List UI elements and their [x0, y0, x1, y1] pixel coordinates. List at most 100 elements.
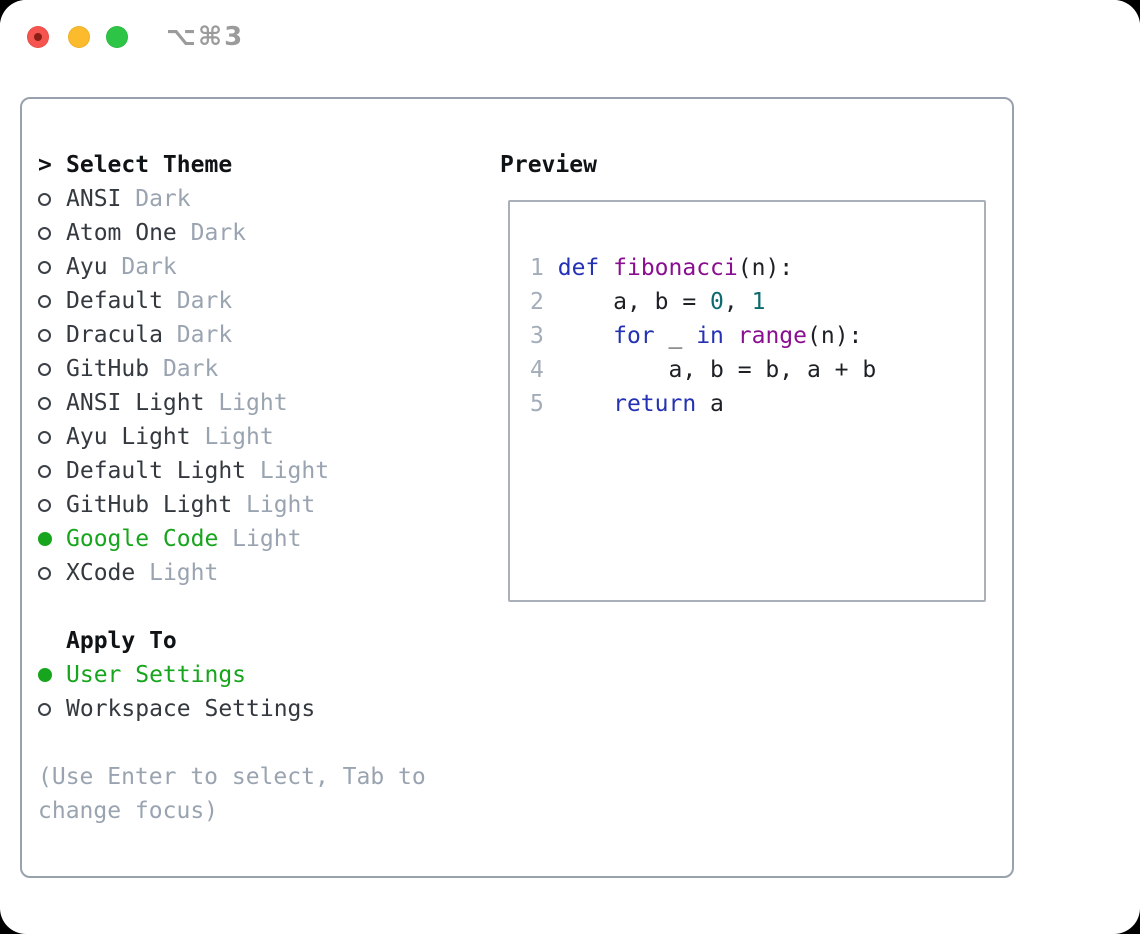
code-token: range: [737, 323, 808, 349]
theme-label: Google Code Light: [66, 526, 301, 552]
line-number: 2: [530, 289, 544, 315]
theme-label: Dracula Dark: [66, 322, 232, 348]
theme-name: Dracula: [66, 322, 163, 348]
theme-option-marker: [38, 566, 66, 580]
theme-option-marker: [38, 226, 66, 240]
theme-name: Default Light: [66, 458, 247, 484]
theme-option-default-light[interactable]: Default Light Light: [38, 454, 488, 488]
theme-option-dracula[interactable]: Dracula Dark: [38, 318, 488, 352]
theme-option-atom-one[interactable]: Atom One Dark: [38, 216, 488, 250]
title-bar: ⌥⌘3: [0, 0, 1140, 74]
code-token: a: [696, 391, 724, 417]
theme-variant: Dark: [121, 186, 191, 212]
radio-icon: [38, 294, 51, 308]
theme-label: ANSI Light Light: [66, 390, 288, 416]
theme-name: Ayu: [66, 254, 108, 280]
theme-variant: Dark: [107, 254, 177, 280]
code-line: 3 for _ in range(n):: [530, 319, 984, 353]
theme-name: Google Code: [66, 526, 219, 552]
close-button[interactable]: [27, 26, 49, 48]
apply-option-workspace-settings[interactable]: Workspace Settings: [38, 692, 488, 726]
theme-name: Atom One: [66, 220, 177, 246]
code-token: [724, 323, 738, 349]
apply-to-title: Apply To: [66, 628, 177, 654]
apply-to-header: Apply To: [38, 624, 488, 658]
code-token: fibonacci: [613, 255, 738, 281]
code-token: _: [654, 323, 697, 349]
radio-icon: [38, 260, 51, 274]
code-line: 4 a, b = b, a + b: [530, 353, 984, 387]
minimize-button[interactable]: [68, 26, 90, 48]
code-token: in: [696, 323, 724, 349]
line-number: 3: [530, 323, 544, 349]
code-token: 0: [710, 289, 724, 315]
theme-option-marker: [38, 328, 66, 342]
theme-option-marker: [38, 192, 66, 206]
code-token: return: [613, 391, 697, 417]
help-text: (Use Enter to select, Tab to change focu…: [38, 760, 488, 828]
theme-option-github[interactable]: GitHub Dark: [38, 352, 488, 386]
code-token: for: [613, 323, 655, 349]
theme-option-ansi[interactable]: ANSI Dark: [38, 182, 488, 216]
theme-option-marker: [38, 260, 66, 274]
theme-option-xcode[interactable]: XCode Light: [38, 556, 488, 590]
theme-label: Ayu Light Light: [66, 424, 274, 450]
code-token: def: [557, 255, 600, 281]
code-token: (n):: [737, 255, 794, 281]
select-theme-header: > Select Theme: [38, 148, 488, 182]
apply-option-label: Workspace Settings: [66, 696, 316, 722]
theme-option-marker: [38, 532, 66, 546]
theme-variant: Dark: [176, 220, 247, 246]
help-line-2: change focus): [38, 798, 219, 824]
radio-icon: [38, 328, 51, 342]
code-token: a, b =: [557, 289, 711, 315]
radio-icon: [38, 226, 51, 240]
radio-icon: [38, 702, 51, 716]
theme-option-marker: [38, 498, 66, 512]
theme-label: XCode Light: [66, 560, 218, 586]
radio-icon: [38, 566, 51, 580]
theme-option-marker: [38, 362, 66, 376]
theme-option-ayu-light[interactable]: Ayu Light Light: [38, 420, 488, 454]
theme-option-google-code[interactable]: Google Code Light: [38, 522, 488, 556]
line-number: 1: [530, 255, 544, 281]
theme-option-default[interactable]: Default Dark: [38, 284, 488, 318]
theme-option-ansi-light[interactable]: ANSI Light Light: [38, 386, 488, 420]
code-token: ,: [723, 289, 752, 315]
theme-name: GitHub: [66, 356, 150, 382]
theme-variant: Light: [232, 492, 316, 518]
line-number: 5: [530, 391, 544, 417]
zoom-button[interactable]: [106, 26, 128, 48]
theme-label: Default Dark: [66, 288, 232, 314]
theme-label: GitHub Dark: [66, 356, 218, 382]
theme-option-marker: [38, 294, 66, 308]
radio-icon: [38, 464, 51, 478]
apply-option-label: User Settings: [66, 662, 247, 688]
radio-icon: [38, 396, 51, 410]
keyboard-shortcut-label: ⌥⌘3: [166, 22, 245, 52]
radio-icon: [38, 192, 51, 206]
prompt-icon: >: [38, 152, 52, 178]
line-number: 4: [530, 357, 544, 383]
apply-option-user-settings[interactable]: User Settings: [38, 658, 488, 692]
theme-option-ayu[interactable]: Ayu Dark: [38, 250, 488, 284]
radio-icon: [38, 430, 51, 444]
theme-name: ANSI: [66, 186, 122, 212]
theme-variant: Dark: [162, 288, 233, 314]
code-token: [599, 255, 613, 281]
theme-name: Ayu Light: [66, 424, 191, 450]
radio-icon: [38, 362, 51, 376]
code-token: 1: [751, 289, 766, 315]
theme-option-github-light[interactable]: GitHub Light Light: [38, 488, 488, 522]
theme-option-marker: [38, 464, 66, 478]
code-token: (n):: [807, 323, 863, 349]
theme-variant: Light: [218, 526, 302, 552]
theme-label: Ayu Dark: [66, 254, 177, 280]
theme-variant: Dark: [149, 356, 219, 382]
